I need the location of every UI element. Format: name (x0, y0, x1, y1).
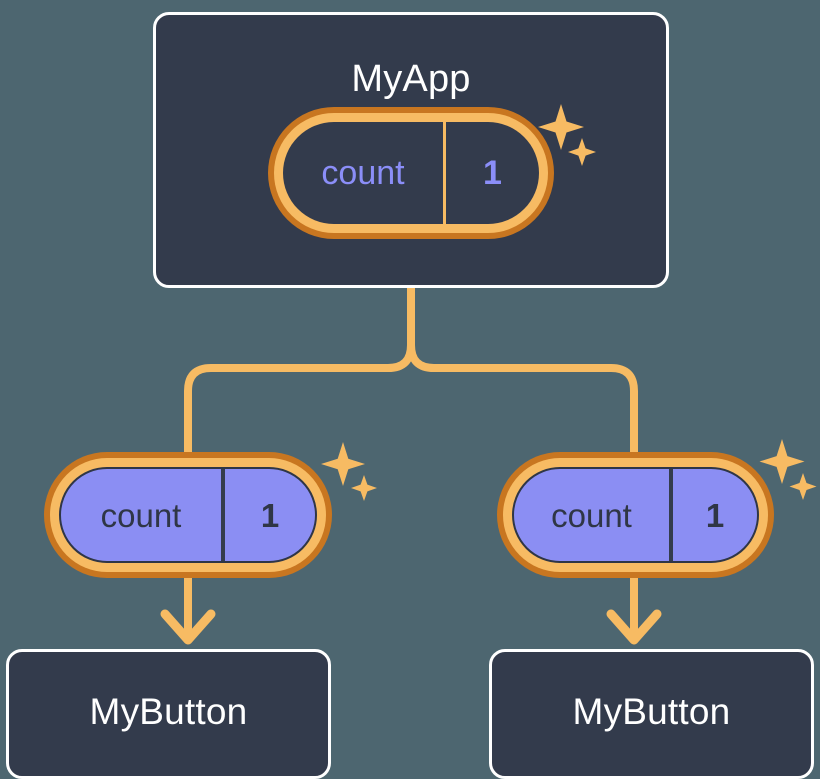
state-pill-ring: count 1 (503, 458, 768, 572)
component-title-mybutton-right: MyButton (572, 690, 731, 732)
state-key-label: count (551, 496, 632, 534)
component-title-myapp: MyApp (351, 58, 471, 100)
state-pill-body: count 1 (512, 467, 759, 563)
state-pill-myapp[interactable]: count 1 (268, 107, 554, 239)
sparkle-star-small (351, 475, 377, 501)
state-pill-right[interactable]: count 1 (497, 452, 774, 578)
component-title-mybutton-left: MyButton (89, 690, 248, 732)
state-value-label: 1 (260, 496, 280, 534)
sparkle-star-large (759, 439, 805, 484)
state-pill-left[interactable]: count 1 (44, 452, 332, 578)
state-key-label: count (321, 154, 405, 192)
component-node-mybutton-right[interactable]: MyButton (489, 649, 814, 779)
arrowhead-left (160, 609, 216, 645)
state-pill-divider (443, 122, 446, 224)
state-pill-body: count 1 (59, 467, 317, 563)
state-pill-ring: count 1 (274, 113, 548, 233)
wire-root-to-right (407, 284, 638, 456)
state-value-label: 1 (705, 496, 725, 534)
sparkle-star-small (789, 473, 817, 500)
state-pill-divider (669, 469, 673, 561)
component-node-mybutton-left[interactable]: MyButton (6, 649, 331, 779)
state-key-label: count (100, 496, 182, 534)
wire-root-to-left (184, 284, 415, 456)
state-value-label: 1 (483, 154, 502, 192)
state-pill-body: count 1 (283, 122, 539, 224)
sparkle-star-large (321, 442, 365, 486)
state-pill-divider (221, 469, 225, 561)
state-pill-ring: count 1 (50, 458, 326, 572)
arrowhead-right (606, 609, 662, 645)
